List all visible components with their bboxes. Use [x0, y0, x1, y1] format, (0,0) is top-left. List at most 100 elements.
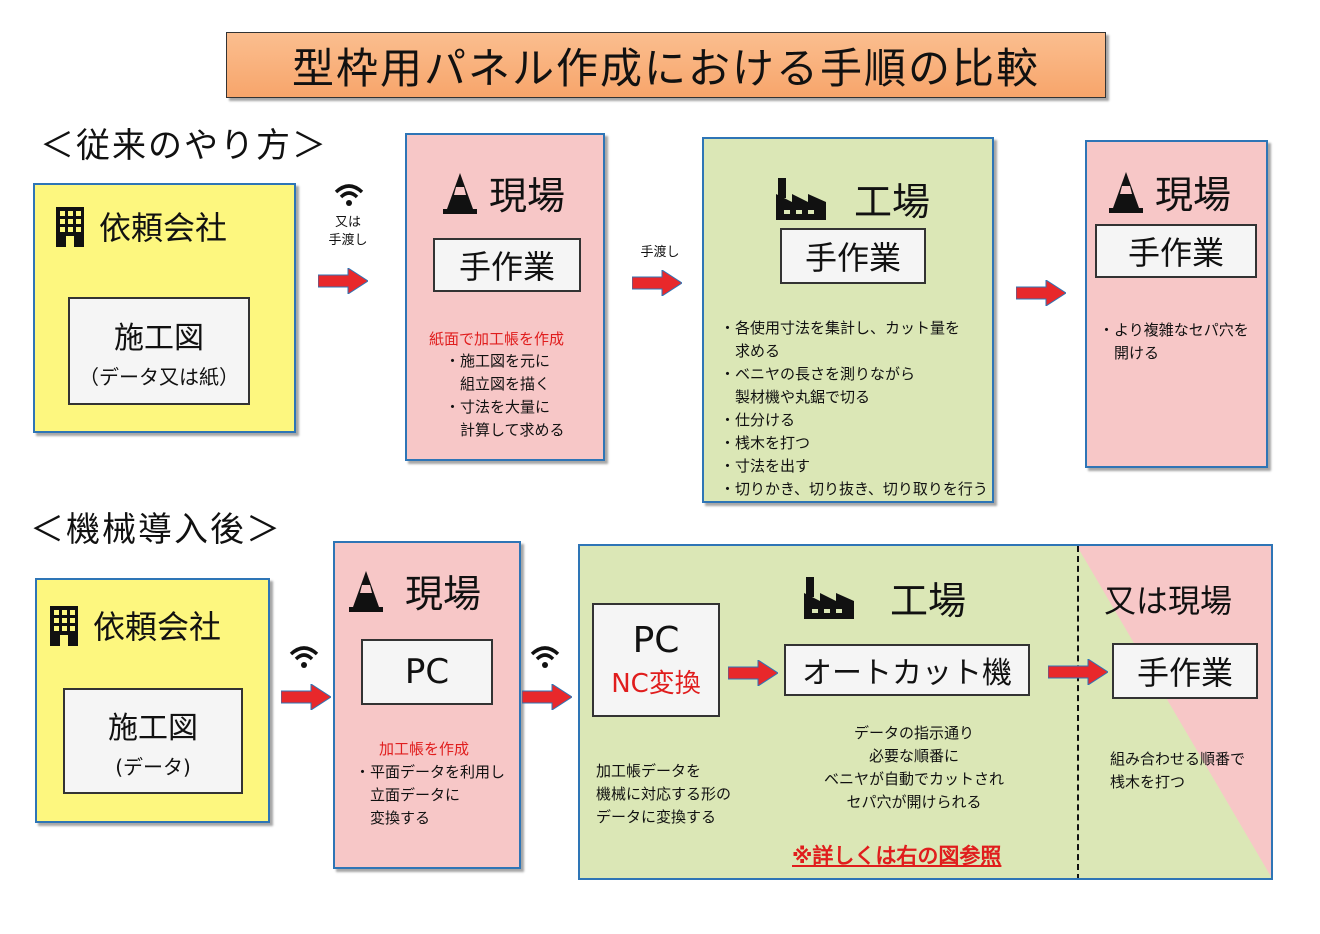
list-item: 変換する [355, 809, 431, 827]
wifi-icon [530, 646, 560, 668]
conventional-factory-label: 工場 [854, 180, 931, 224]
autocut-notes: データの指示通り 必要な順番に ベニヤが自動でカットされ セパ穴が開けられる [810, 722, 1018, 814]
handoff-label-1-line2: 手渡し [328, 233, 368, 248]
machine-site-notes: ・平面データを利用し 立面データに 変換する [355, 761, 505, 830]
machine-factory-header: 工場 [802, 570, 966, 625]
conventional-drawing-title: 施工図 [114, 320, 204, 356]
machine-pc-label: PC [632, 620, 680, 661]
conventional-site-notes: ・施工図を元に 組立図を描く ・寸法を大量に 計算して求める [445, 350, 565, 442]
arrow-right-icon [318, 268, 368, 294]
conventional-site-header: 現場 [443, 165, 565, 220]
conventional-drawing-card: 施工図 （データ又は紙） [68, 297, 250, 405]
list-item: 立面データに [355, 786, 461, 804]
arrow-right-icon [1016, 280, 1066, 306]
list-item: データに変換する [596, 808, 717, 826]
list-item: 加工帳データを [596, 762, 702, 780]
list-item: ベニヤが自動でカットされ [823, 770, 1004, 788]
handoff-label-1-line1: 又は [334, 215, 361, 230]
list-item: ・ベニヤの長さを測りながら [720, 365, 916, 383]
machine-drawing-card: 施工図 (データ) [63, 688, 243, 794]
handoff-label-1: 又は 手渡し [320, 214, 376, 250]
conventional-site-box: 現場 手作業 紙面で加工帳を作成 ・施工図を元に 組立図を描く ・寸法を大量に … [405, 133, 605, 461]
arrow-right-icon [1048, 659, 1108, 685]
building-icon [50, 606, 78, 646]
arrow-right-icon [632, 270, 682, 296]
list-item: 求める [720, 342, 781, 360]
site-alt-background [1077, 546, 1271, 877]
list-item: ・桟木を打つ [720, 434, 811, 452]
conventional-factory-box: 工場 手作業 ・各使用寸法を集計し、カット量を 求める ・ベニヤの長さを測りなが… [702, 137, 994, 503]
list-item: 組立図を描く [445, 375, 551, 393]
conventional-factory-header: 工場 [774, 171, 930, 226]
conventional-factory-notes: ・各使用寸法を集計し、カット量を 求める ・ベニヤの長さを測りながら 製材機や丸… [720, 317, 988, 501]
list-item: 開ける [1099, 344, 1160, 362]
machine-client-label: 依頼会社 [93, 608, 222, 646]
list-item: ・平面データを利用し [355, 763, 506, 781]
page-title: 型枠用パネル作成における手順の比較 [226, 32, 1106, 98]
machine-client-header: 依頼会社 [47, 602, 221, 648]
conventional-site-label: 現場 [489, 174, 566, 218]
list-item: 機械に対応する形の [596, 785, 732, 803]
machine-factory-label: 工場 [890, 579, 967, 623]
machine-site-label: 現場 [405, 572, 482, 616]
page-title-text: 型枠用パネル作成における手順の比較 [291, 43, 1040, 93]
factory-icon [776, 177, 826, 220]
machine-drawing-title: 施工図 [108, 710, 198, 746]
machine-pc-notes: 加工帳データを 機械に対応する形の データに変換する [596, 760, 731, 829]
wifi-icon [334, 184, 364, 206]
list-item: 製材機や丸鋸で切る [720, 388, 871, 406]
cone-icon [443, 172, 477, 214]
list-item: 組み合わせる順番で [1110, 750, 1246, 768]
conventional-site2-header: 現場 [1109, 164, 1231, 219]
handoff-label-2: 手渡し [640, 245, 680, 260]
arrow-right-icon [728, 660, 778, 686]
machine-factory-box: 工場 PC NC変換 オートカット機 加工帳データを 機械に対応する形の データ… [578, 544, 1273, 880]
list-item: セパ穴が開けられる [846, 793, 982, 811]
machine-site-header: 現場 [349, 563, 481, 618]
machine-site-card: PC [361, 639, 493, 705]
machine-pc-sub: NC変換 [611, 669, 701, 699]
cone-icon [349, 570, 383, 612]
wifi-icon [289, 646, 319, 668]
building-icon [56, 207, 84, 247]
machine-heading: ＜機械導入後＞ [30, 510, 282, 550]
conventional-site2-card: 手作業 [1095, 224, 1257, 278]
list-item: ・寸法を大量に [445, 398, 551, 416]
list-item: 計算して求める [445, 421, 565, 439]
detail-reference-link[interactable]: ※詳しくは右の図参照 [792, 844, 1002, 868]
site-alt-notes: 組み合わせる順番で 桟木を打つ [1110, 748, 1245, 794]
arrow-right-icon [281, 684, 331, 710]
list-item: ・切りかき、切り抜き、切り取りを行う [720, 480, 988, 498]
conventional-site-notes-title: 紙面で加工帳を作成 [429, 330, 565, 348]
list-item: データの指示通り [853, 724, 974, 742]
autocut-machine-card: オートカット機 [784, 644, 1030, 696]
list-item: ・各使用寸法を集計し、カット量を [720, 319, 961, 337]
site-alt-label: 又は現場 [1104, 582, 1233, 620]
conventional-factory-card: 手作業 [780, 228, 926, 284]
conventional-site2-notes: ・より複雑なセパ穴を 開ける [1099, 319, 1249, 365]
list-item: ・寸法を出す [720, 457, 811, 475]
factory-icon [804, 576, 854, 619]
conventional-site-card: 手作業 [433, 238, 581, 292]
machine-site-notes-title: 加工帳を作成 [379, 740, 470, 758]
conventional-client-box: 依頼会社 施工図 （データ又は紙） [33, 183, 296, 433]
factory-site-divider [1077, 546, 1079, 878]
list-item: 必要な順番に [868, 747, 959, 765]
list-item: ・仕分ける [720, 411, 796, 429]
list-item: 桟木を打つ [1110, 773, 1186, 791]
conventional-drawing-sub: （データ又は紙） [79, 364, 239, 389]
site-alt-card: 手作業 [1112, 643, 1258, 699]
conventional-client-header: 依頼会社 [53, 203, 227, 249]
cone-icon [1109, 171, 1143, 213]
arrow-right-icon [522, 684, 572, 710]
conventional-site2-label: 現場 [1155, 173, 1232, 217]
machine-client-box: 依頼会社 施工図 (データ) [35, 578, 270, 823]
list-item: ・より複雑なセパ穴を [1099, 321, 1249, 339]
conventional-heading: ＜従来のやり方＞ [40, 126, 328, 166]
list-item: ・施工図を元に [445, 352, 551, 370]
conventional-client-label: 依頼会社 [99, 209, 228, 247]
machine-pc-card: PC NC変換 [592, 603, 720, 717]
machine-site-box: 現場 PC 加工帳を作成 ・平面データを利用し 立面データに 変換する [333, 541, 521, 869]
conventional-site2-box: 現場 手作業 ・より複雑なセパ穴を 開ける [1085, 140, 1268, 468]
machine-drawing-sub: (データ) [115, 754, 191, 779]
